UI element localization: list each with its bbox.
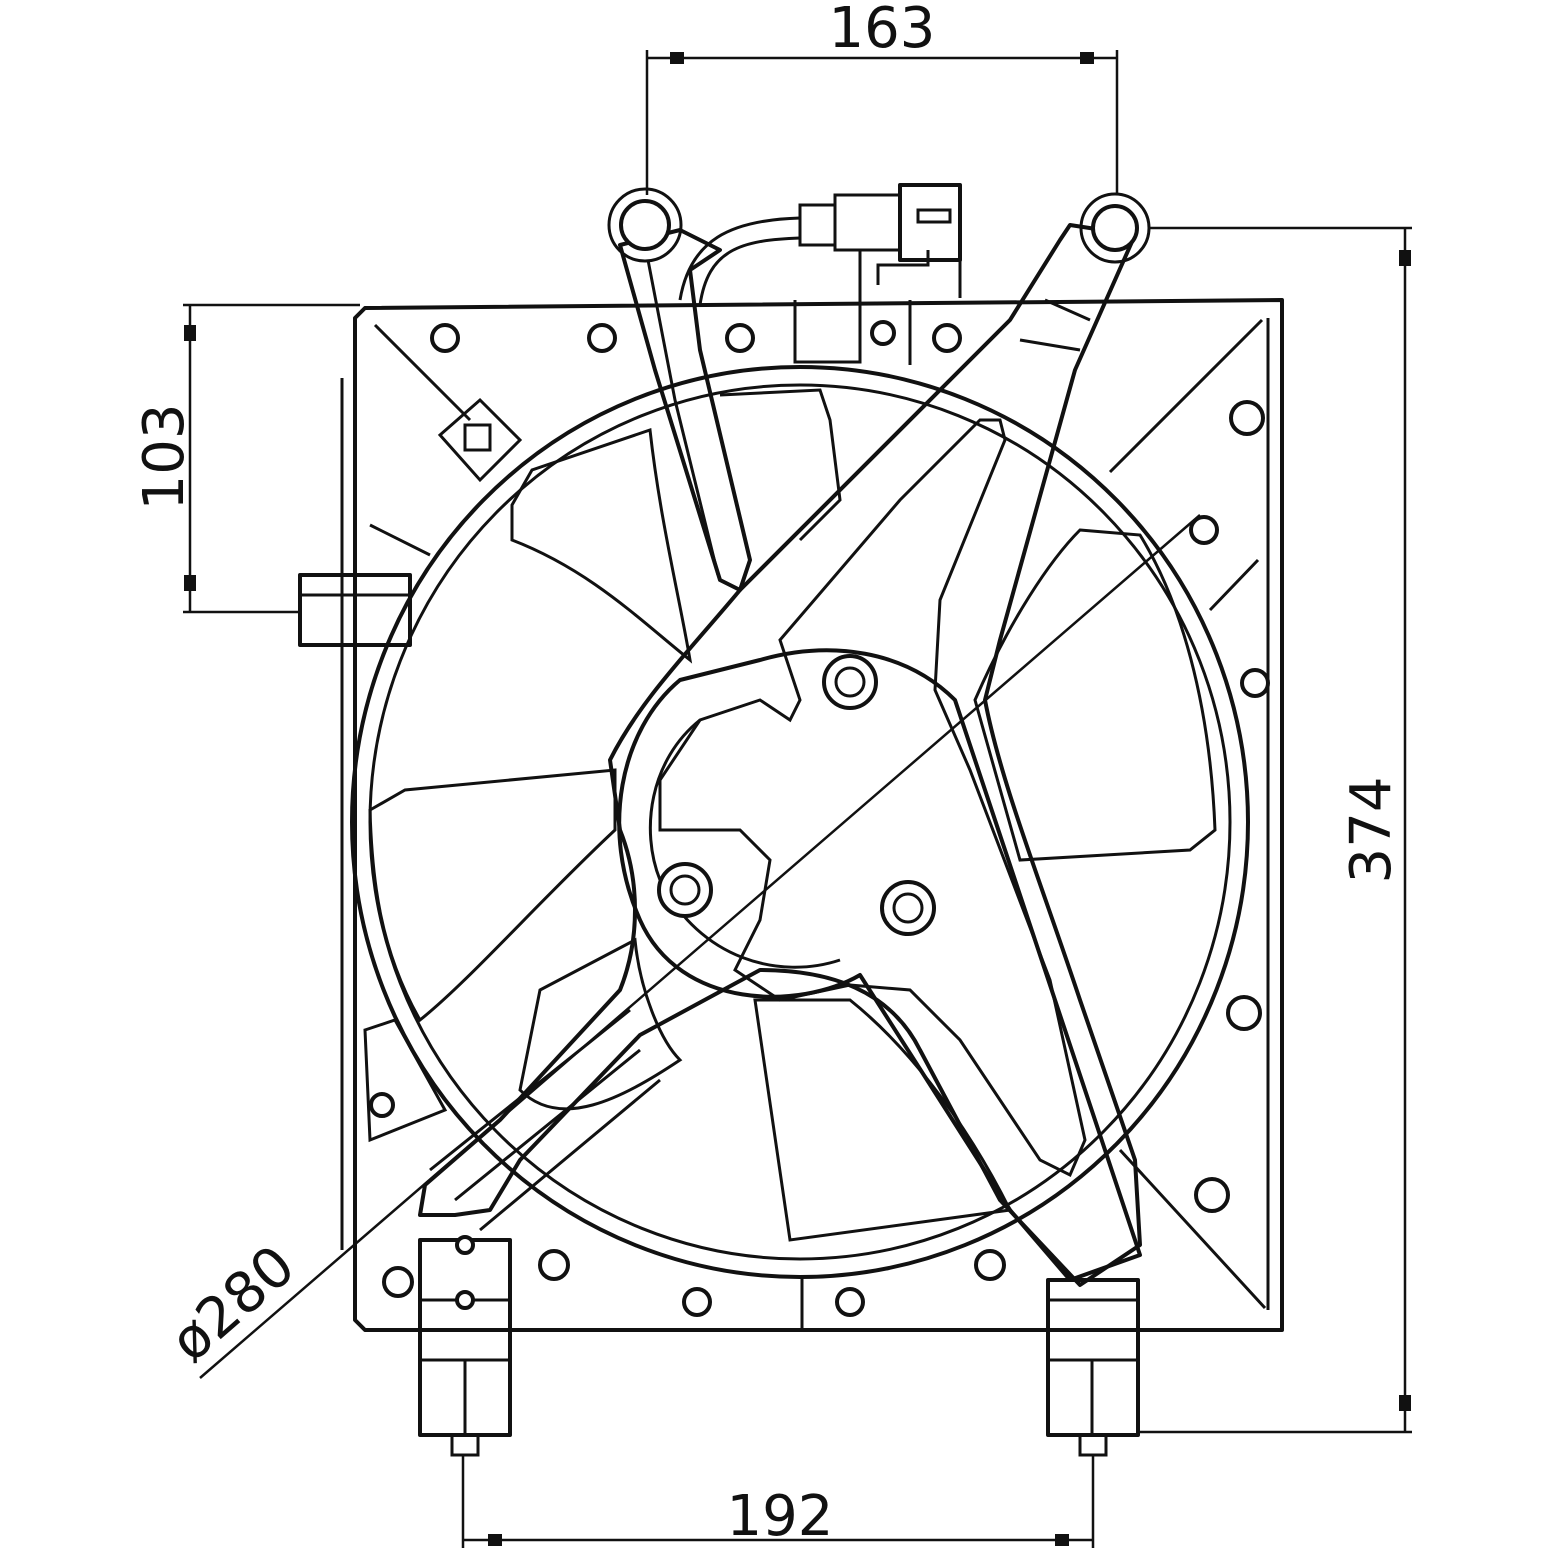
side-clips [298,397,523,1143]
fan-ring [350,365,1250,1279]
dim-bottom-width: 192 [727,1484,834,1549]
bracket-ears [607,187,1151,264]
motor-hub [617,648,1142,1282]
dimension-labels: 163 192 103 374 ø280 [132,0,1404,1549]
shroud-frame [340,298,1284,1332]
dim-top-width: 163 [829,0,936,61]
mounting-bracket [418,223,1142,1287]
terminal-connectors [418,1235,1140,1457]
dim-right-height: 374 [1339,777,1404,884]
wire-harness [678,183,962,306]
frame-holes [369,320,1270,1317]
dimension-lines [183,50,1412,1548]
fan-blades [368,388,1217,1242]
motor-screws [657,654,936,936]
dim-left-height: 103 [132,404,197,511]
